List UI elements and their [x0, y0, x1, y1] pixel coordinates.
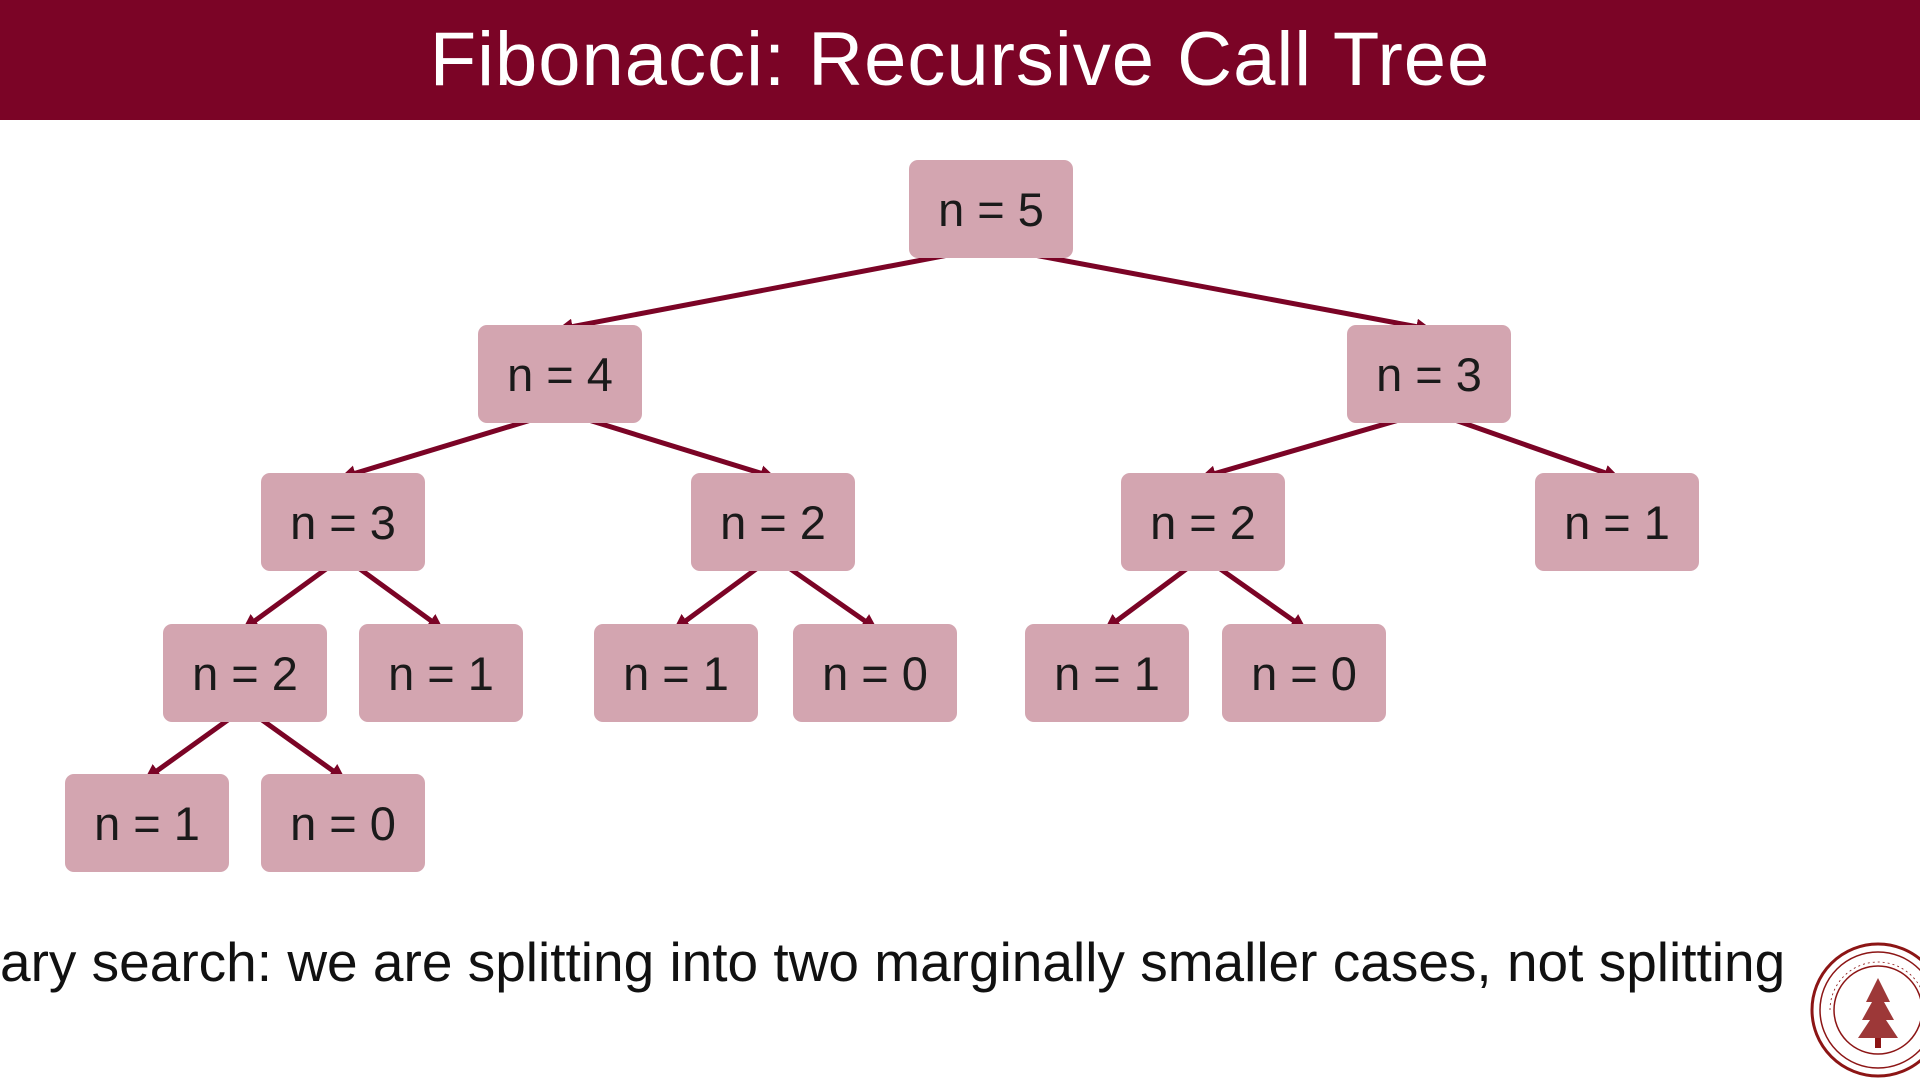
call-node-n4: n = 4 [478, 325, 642, 423]
call-edge-n3a-n1a [1432, 410, 1621, 481]
university-seal-icon [1808, 940, 1920, 1080]
call-edge-n5-n4 [556, 245, 988, 335]
call-edge-n5-n3a [994, 245, 1433, 335]
call-node-n2c: n = 2 [163, 624, 327, 722]
call-node-n1a: n = 1 [1535, 473, 1699, 571]
call-edge-n2b-n0b [1206, 558, 1307, 631]
call-node-n3b: n = 3 [261, 473, 425, 571]
slide-title: Fibonacci: Recursive Call Tree [429, 16, 1491, 102]
call-node-n3a: n = 3 [1347, 325, 1511, 423]
title-bar: Fibonacci: Recursive Call Tree [0, 0, 1920, 120]
call-node-n2b: n = 2 [1121, 473, 1285, 571]
call-edge-n2a-n1c [673, 558, 770, 631]
call-edge-n2c-n1e [144, 709, 242, 781]
call-edge-n4-n2a [563, 410, 777, 481]
call-node-n0b: n = 0 [1222, 624, 1386, 722]
call-node-n0c: n = 0 [261, 774, 425, 872]
call-edge-n3b-n1b [346, 558, 444, 631]
call-node-n5: n = 5 [909, 160, 1073, 258]
call-node-n1e: n = 1 [65, 774, 229, 872]
caption-container: ary search: we are splitting into two ma… [0, 930, 1920, 1010]
call-edge-n2c-n0c [248, 709, 346, 781]
call-node-n0a: n = 0 [793, 624, 957, 722]
call-node-n1b: n = 1 [359, 624, 523, 722]
call-edge-n2b-n1d [1104, 558, 1200, 631]
call-node-n2a: n = 2 [691, 473, 855, 571]
call-edge-n3b-n2c [242, 558, 340, 631]
call-node-n1d: n = 1 [1025, 624, 1189, 722]
call-edge-n3a-n2b [1199, 410, 1426, 482]
call-node-n1c: n = 1 [594, 624, 758, 722]
call-edge-n4-n3b [339, 410, 557, 481]
slide-caption: ary search: we are splitting into two ma… [0, 931, 1786, 993]
call-edge-n2a-n0a [776, 558, 878, 631]
